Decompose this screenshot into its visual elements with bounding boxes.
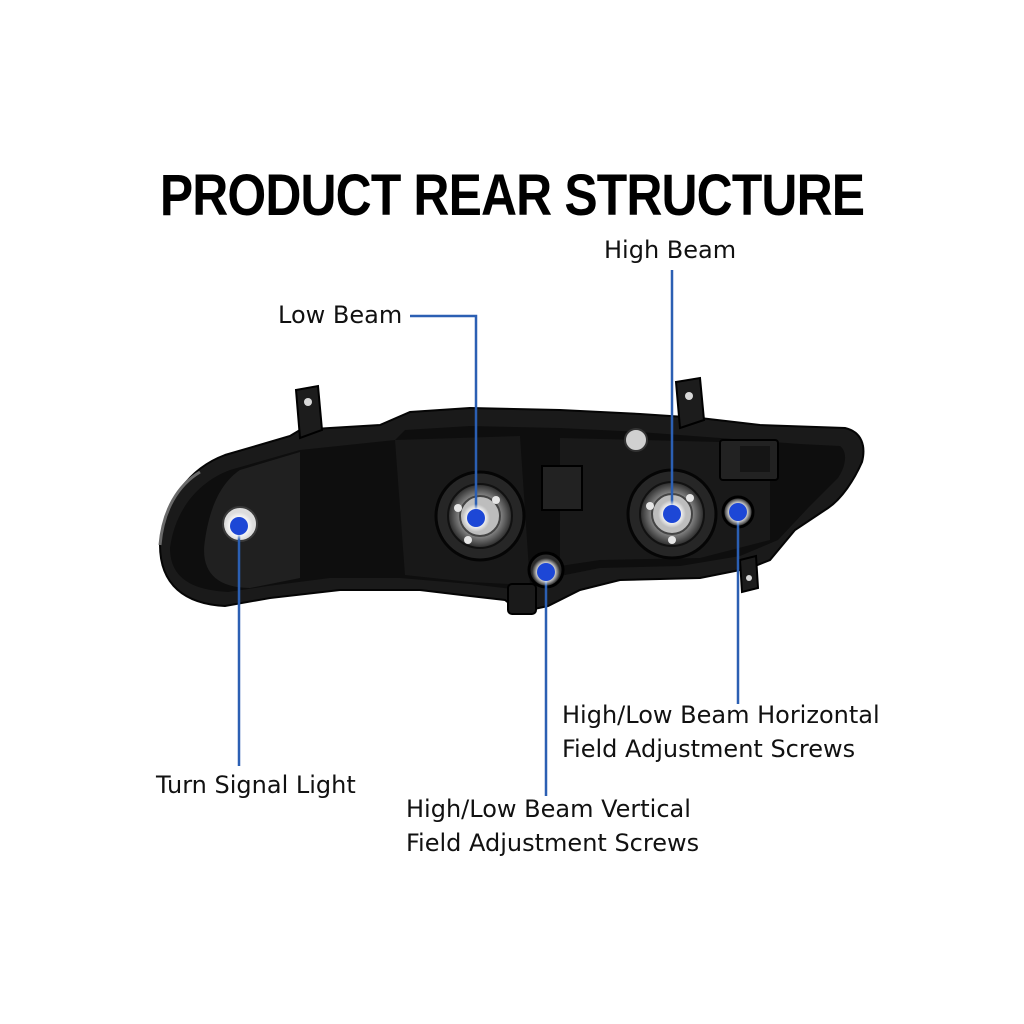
marker-dot-low-beam [467,509,485,527]
marker-dots [225,498,752,586]
leader-lines [237,270,740,796]
label-horizontal-adjuster: High/Low Beam Horizontal Field Adjustmen… [562,698,880,766]
label-low-beam-text: Low Beam [278,301,403,329]
label-horizontal-line2: Field Adjustment Screws [562,735,856,763]
label-low-beam: Low Beam [278,298,402,332]
marker-dot-high-beam [663,505,681,523]
label-turn-signal-text: Turn Signal Light [156,771,356,799]
label-high-beam: High Beam [604,233,736,267]
label-turn-signal: Turn Signal Light [156,768,356,802]
marker-dot-turn-signal [230,517,248,535]
leader-low-beam [410,314,478,518]
label-high-beam-text: High Beam [604,236,737,264]
label-horizontal-line1: High/Low Beam Horizontal [562,701,880,729]
label-vertical-line1: High/Low Beam Vertical [406,795,691,823]
page-title: PRODUCT REAR STRUCTURE [159,163,865,228]
marker-dot-horizontal-adjuster [729,503,747,521]
label-vertical-line2: Field Adjustment Screws [406,829,700,857]
label-vertical-adjuster: High/Low Beam Vertical Field Adjustment … [406,792,699,860]
marker-dot-vertical-adjuster [537,563,555,581]
